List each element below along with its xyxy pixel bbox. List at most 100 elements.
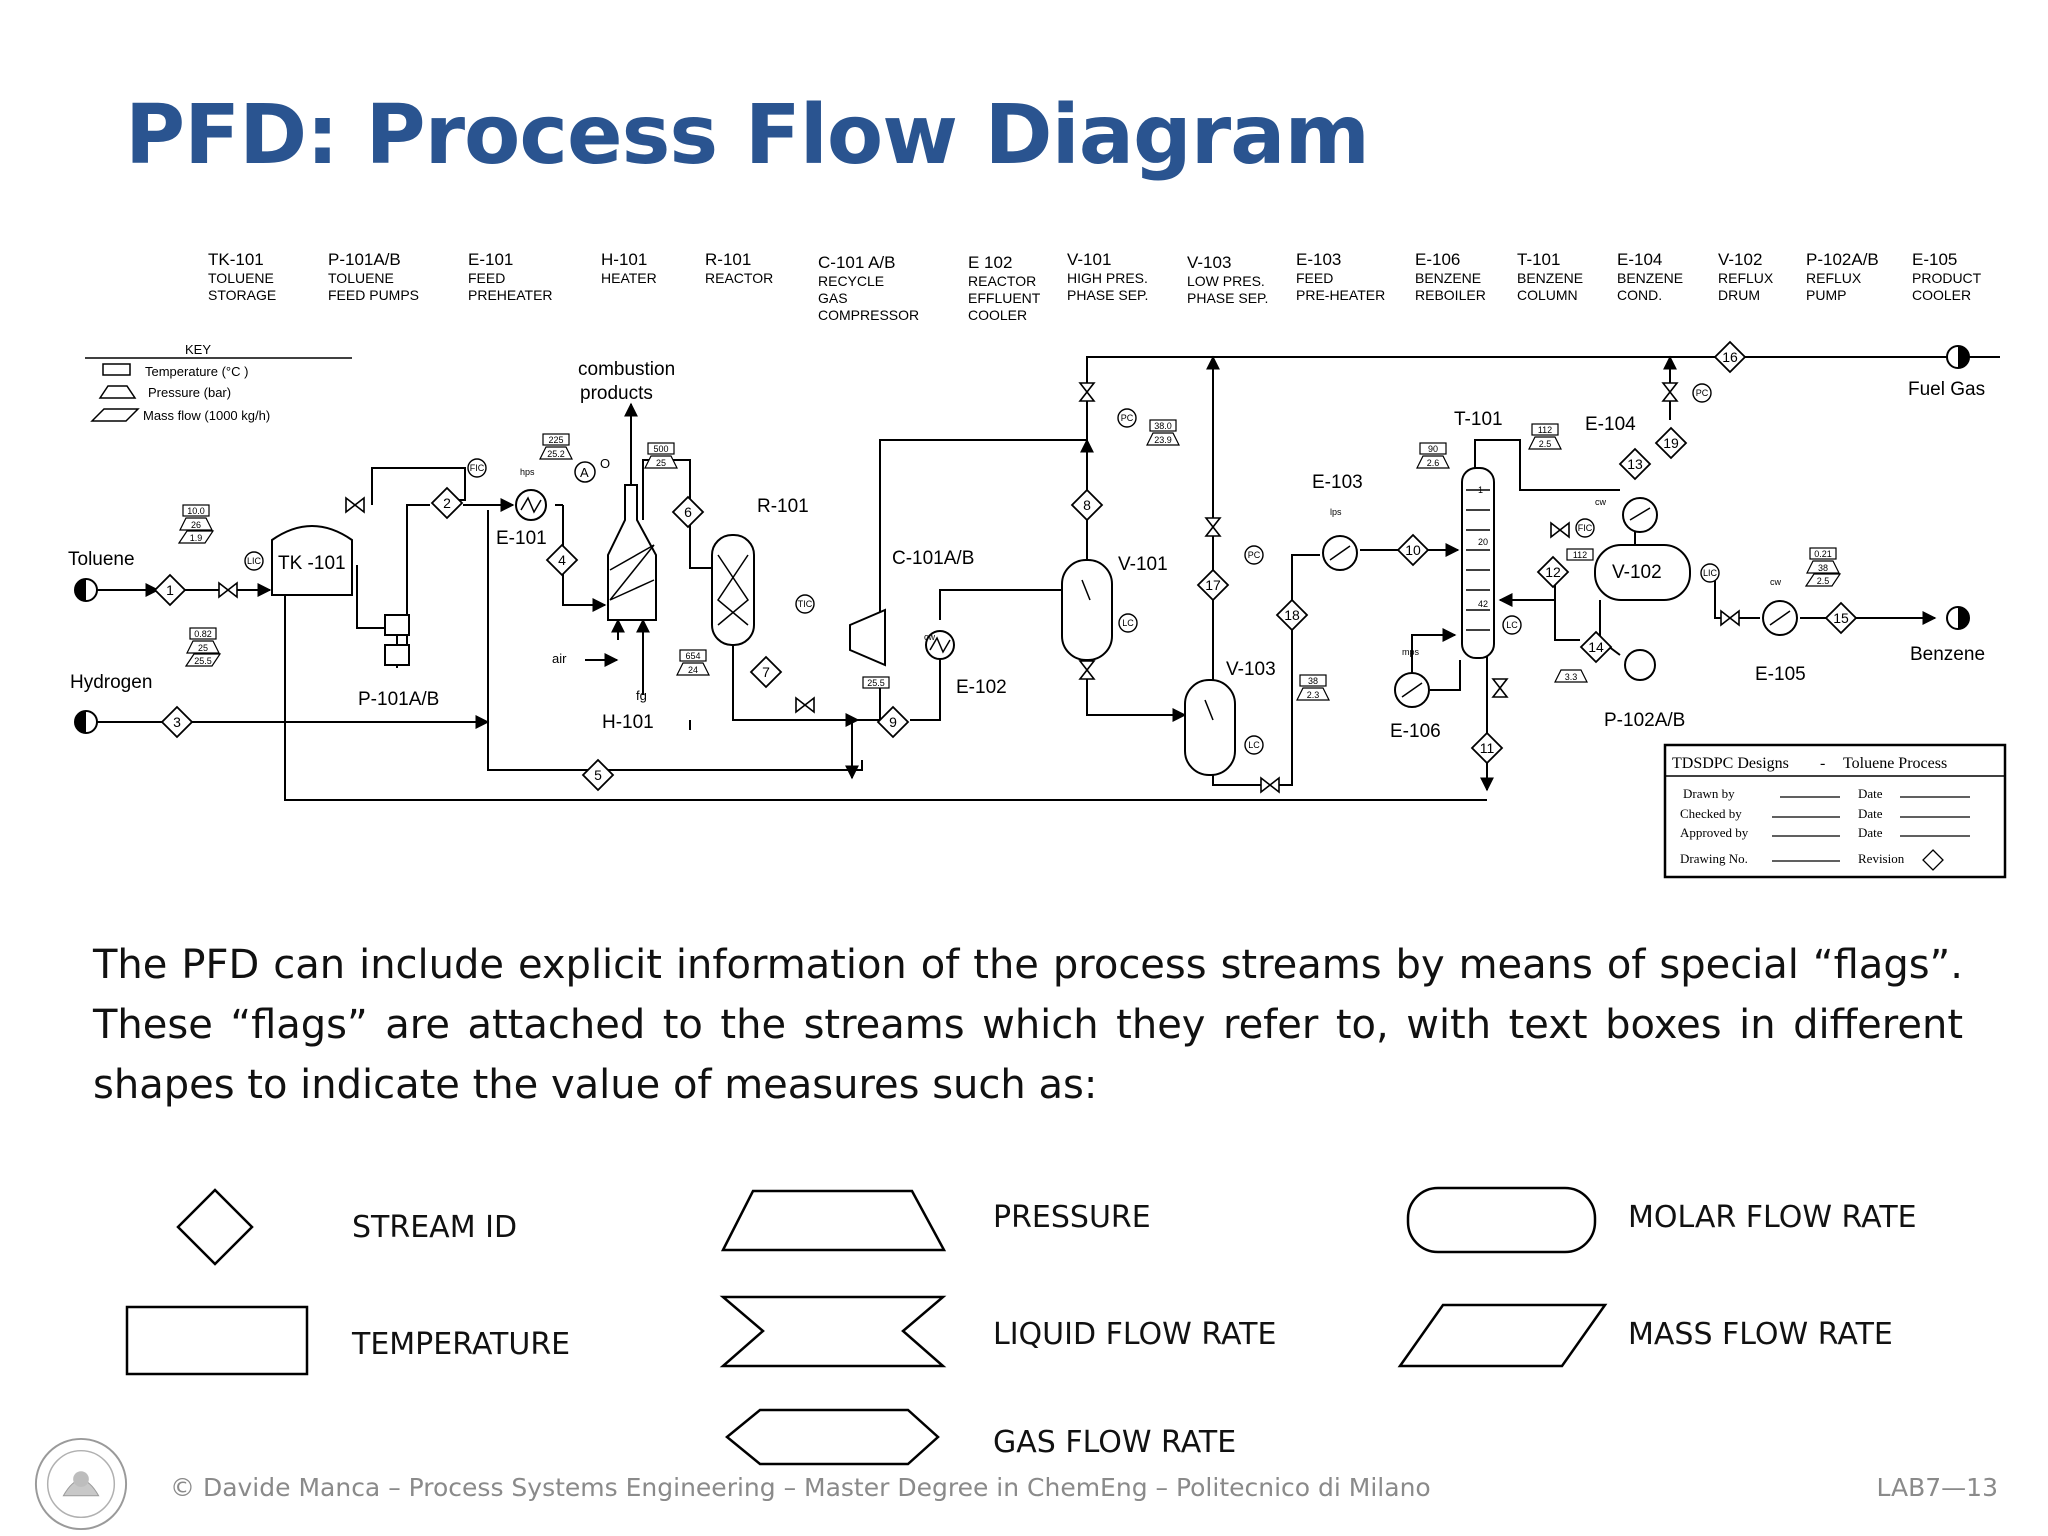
header-desc: EFFLUENT xyxy=(968,290,1041,306)
control-valve xyxy=(795,696,815,714)
header-tag: V-103 xyxy=(1187,253,1231,272)
slide-title: PFD: Process Flow Diagram xyxy=(125,88,1370,183)
stream-id-2: 2 xyxy=(430,486,464,520)
r-101-label: R-101 xyxy=(757,496,809,517)
header-tag: E-101 xyxy=(468,250,513,269)
h-101-coil xyxy=(609,544,655,601)
header-tag: T-101 xyxy=(1517,250,1560,269)
svg-text:-: - xyxy=(1820,755,1825,772)
v-101-separator xyxy=(1061,559,1113,661)
svg-text:0.82: 0.82 xyxy=(194,629,212,639)
svg-text:LIC: LIC xyxy=(1703,568,1718,578)
stream-id-6: 6 xyxy=(671,495,705,529)
header-tag: E-103 xyxy=(1296,250,1341,269)
header-desc: COLUMN xyxy=(1517,287,1578,303)
svg-text:11: 11 xyxy=(1480,740,1495,756)
key-temperature-icon xyxy=(102,363,131,376)
pressure-flag: 3.3 xyxy=(1554,669,1588,683)
svg-text:25.5: 25.5 xyxy=(867,678,885,688)
pressure-flag: 23.9 xyxy=(1146,432,1180,446)
mass-flow-flag: 25.5 xyxy=(184,653,222,667)
instrument-lic-bubble: LIC xyxy=(1700,563,1720,583)
svg-text:4: 4 xyxy=(558,552,566,568)
svg-text:0.21: 0.21 xyxy=(1814,549,1832,559)
header-desc: HIGH PRES. xyxy=(1067,270,1148,286)
svg-text:17: 17 xyxy=(1205,577,1221,593)
column-tray-label: 1 xyxy=(1478,485,1483,495)
legend-temperature-shape xyxy=(125,1305,309,1376)
svg-text:3.3: 3.3 xyxy=(1565,672,1578,682)
header-tag: V-102 xyxy=(1718,250,1762,269)
c-101-label: C-101A/B xyxy=(892,548,974,569)
e-105-label: E-105 xyxy=(1755,664,1806,685)
stream-id-9: 9 xyxy=(876,705,910,739)
column-tray-label: 20 xyxy=(1478,537,1488,547)
svg-text:112: 112 xyxy=(1538,425,1552,435)
stream-id-3: 3 xyxy=(160,705,194,739)
svg-text:12: 12 xyxy=(1545,564,1561,580)
control-valve xyxy=(1078,660,1096,680)
header-desc: REACTOR xyxy=(705,270,773,286)
p-101a-pump xyxy=(384,614,410,636)
key-mass-flow-icon xyxy=(90,408,140,422)
svg-text:26: 26 xyxy=(191,520,201,530)
footer-copyright: © Davide Manca – Process Systems Enginee… xyxy=(170,1473,1431,1502)
instrument-lc-bubble: LC xyxy=(1502,615,1522,635)
svg-text:Revision: Revision xyxy=(1858,851,1905,866)
svg-text:9: 9 xyxy=(889,714,897,730)
o2-label: O xyxy=(600,456,610,471)
stream-id-17: 17 xyxy=(1196,568,1230,602)
control-valve xyxy=(218,581,238,599)
pressure-flag: 26 xyxy=(179,517,213,531)
header-tag: TK-101 xyxy=(208,250,264,269)
svg-text:25.5: 25.5 xyxy=(194,656,212,666)
header-desc: DRUM xyxy=(1718,287,1760,303)
analyzer-bubble xyxy=(574,461,596,483)
header-tag: C-101 A/B xyxy=(818,253,896,272)
temperature-flag: 112 xyxy=(1531,423,1559,436)
benzene-label: Benzene xyxy=(1910,644,1985,665)
temperature-flag: 10.0 xyxy=(182,504,210,517)
tk-101-tank xyxy=(271,525,353,596)
drawing-title-block: TDSDPC Designs - Toluene Process Drawn b… xyxy=(1663,743,2007,879)
tk-101-label: TK -101 xyxy=(278,553,346,574)
pressure-flag: 25 xyxy=(186,640,220,654)
stream-id-11: 11 xyxy=(1470,731,1504,765)
svg-text:Drawing No.: Drawing No. xyxy=(1680,851,1748,866)
explanation-paragraph: The PFD can include explicit information… xyxy=(93,942,1963,1108)
svg-text:8: 8 xyxy=(1083,497,1091,513)
header-desc: PHASE SEP. xyxy=(1067,287,1148,303)
instrument-pc-bubble: PC xyxy=(1692,383,1712,403)
c-101-compressor xyxy=(849,608,886,667)
svg-text:LC: LC xyxy=(1248,740,1260,750)
header-desc: FEED xyxy=(1296,270,1333,286)
header-desc: PRODUCT xyxy=(1912,270,1982,286)
products-label: products xyxy=(580,383,653,404)
svg-text:2.3: 2.3 xyxy=(1307,690,1320,700)
cw-label-e104: cw xyxy=(1595,497,1607,507)
instrument-pc-bubble: PC xyxy=(1117,408,1137,428)
key-pressure-label: Pressure (bar) xyxy=(148,385,231,400)
stream-id-7: 7 xyxy=(749,655,783,689)
temperature-flag: 500 xyxy=(647,442,675,455)
temperature-flag: 0.82 xyxy=(189,627,217,640)
svg-text:TIC: TIC xyxy=(798,599,813,609)
stream-id-15: 15 xyxy=(1824,601,1858,635)
stream-id-14: 14 xyxy=(1579,630,1613,664)
svg-text:19: 19 xyxy=(1663,435,1679,451)
header-desc: PUMP xyxy=(1806,287,1846,303)
temperature-flag: 38.0 xyxy=(1149,419,1177,432)
cw-label-e105: cw xyxy=(1770,577,1782,587)
legend-liquid-flow-label: LIQUID FLOW RATE xyxy=(993,1317,1277,1352)
header-desc: REBOILER xyxy=(1415,287,1486,303)
h-101-label: H-101 xyxy=(602,712,654,733)
stream-id-5: 5 xyxy=(581,758,615,792)
svg-text:Date: Date xyxy=(1858,786,1883,801)
instrument-pc-bubble: PC xyxy=(1244,545,1264,565)
pressure-flag: 2.5 xyxy=(1528,436,1562,450)
control-valve xyxy=(1491,678,1509,698)
svg-text:LC: LC xyxy=(1506,620,1518,630)
svg-text:38: 38 xyxy=(1308,676,1318,686)
